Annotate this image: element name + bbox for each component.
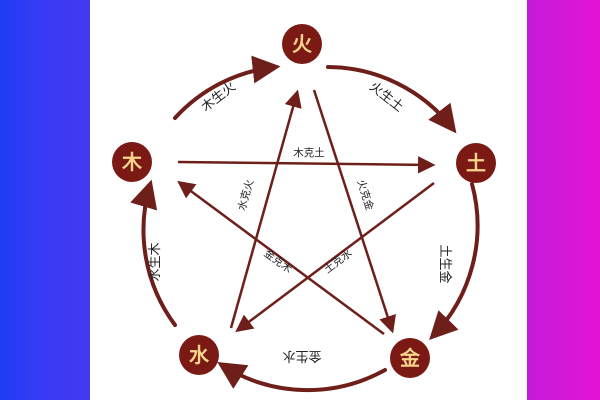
label-water-generates-wood: 水生木 xyxy=(148,242,163,281)
arrow-fire-to-metal xyxy=(312,89,396,334)
node-fire-label: 火 xyxy=(292,32,313,56)
node-water: 水 xyxy=(179,335,219,375)
generating-cycle-arrows xyxy=(130,55,480,393)
node-metal: 金 xyxy=(390,338,430,378)
label-water-overcomes-fire: 水克火 xyxy=(236,178,256,212)
overcoming-cycle-arrows xyxy=(177,89,436,336)
label-earth-generates-metal: 土生金 xyxy=(437,244,453,283)
node-metal-label: 金 xyxy=(399,346,421,370)
node-water-circle xyxy=(179,335,219,375)
arrow-water-to-wood xyxy=(130,179,177,327)
label-metal-generates-water: 金生水 xyxy=(282,348,321,364)
arrow-water-to-fire xyxy=(229,89,302,329)
arrow-earth-to-water xyxy=(235,182,435,333)
node-earth: 土 xyxy=(456,143,496,183)
node-wood-circle xyxy=(112,142,152,182)
label-fire-overcomes-metal: 火克金 xyxy=(354,178,376,212)
arrow-metal-to-water xyxy=(217,361,387,393)
node-wood: 木 xyxy=(112,142,152,182)
node-water-label: 水 xyxy=(189,343,210,367)
node-earth-label: 土 xyxy=(466,151,486,175)
node-metal-circle xyxy=(390,338,430,378)
node-earth-circle xyxy=(456,143,496,183)
label-metal-overcomes-wood: 金克木 xyxy=(261,247,295,276)
arrow-wood-to-earth xyxy=(177,156,436,174)
label-earth-overcomes-water: 土克水 xyxy=(321,246,354,276)
arrow-wood-to-fire xyxy=(173,55,281,120)
node-wood-label: 木 xyxy=(121,150,143,174)
arrow-earth-to-metal xyxy=(429,182,480,341)
arrow-fire-to-earth xyxy=(326,65,457,134)
node-fire: 火 xyxy=(282,24,322,64)
label-wood-overcomes-earth: 木克土 xyxy=(293,146,325,159)
arrow-metal-to-wood xyxy=(177,180,385,336)
node-fire-circle xyxy=(282,24,322,64)
